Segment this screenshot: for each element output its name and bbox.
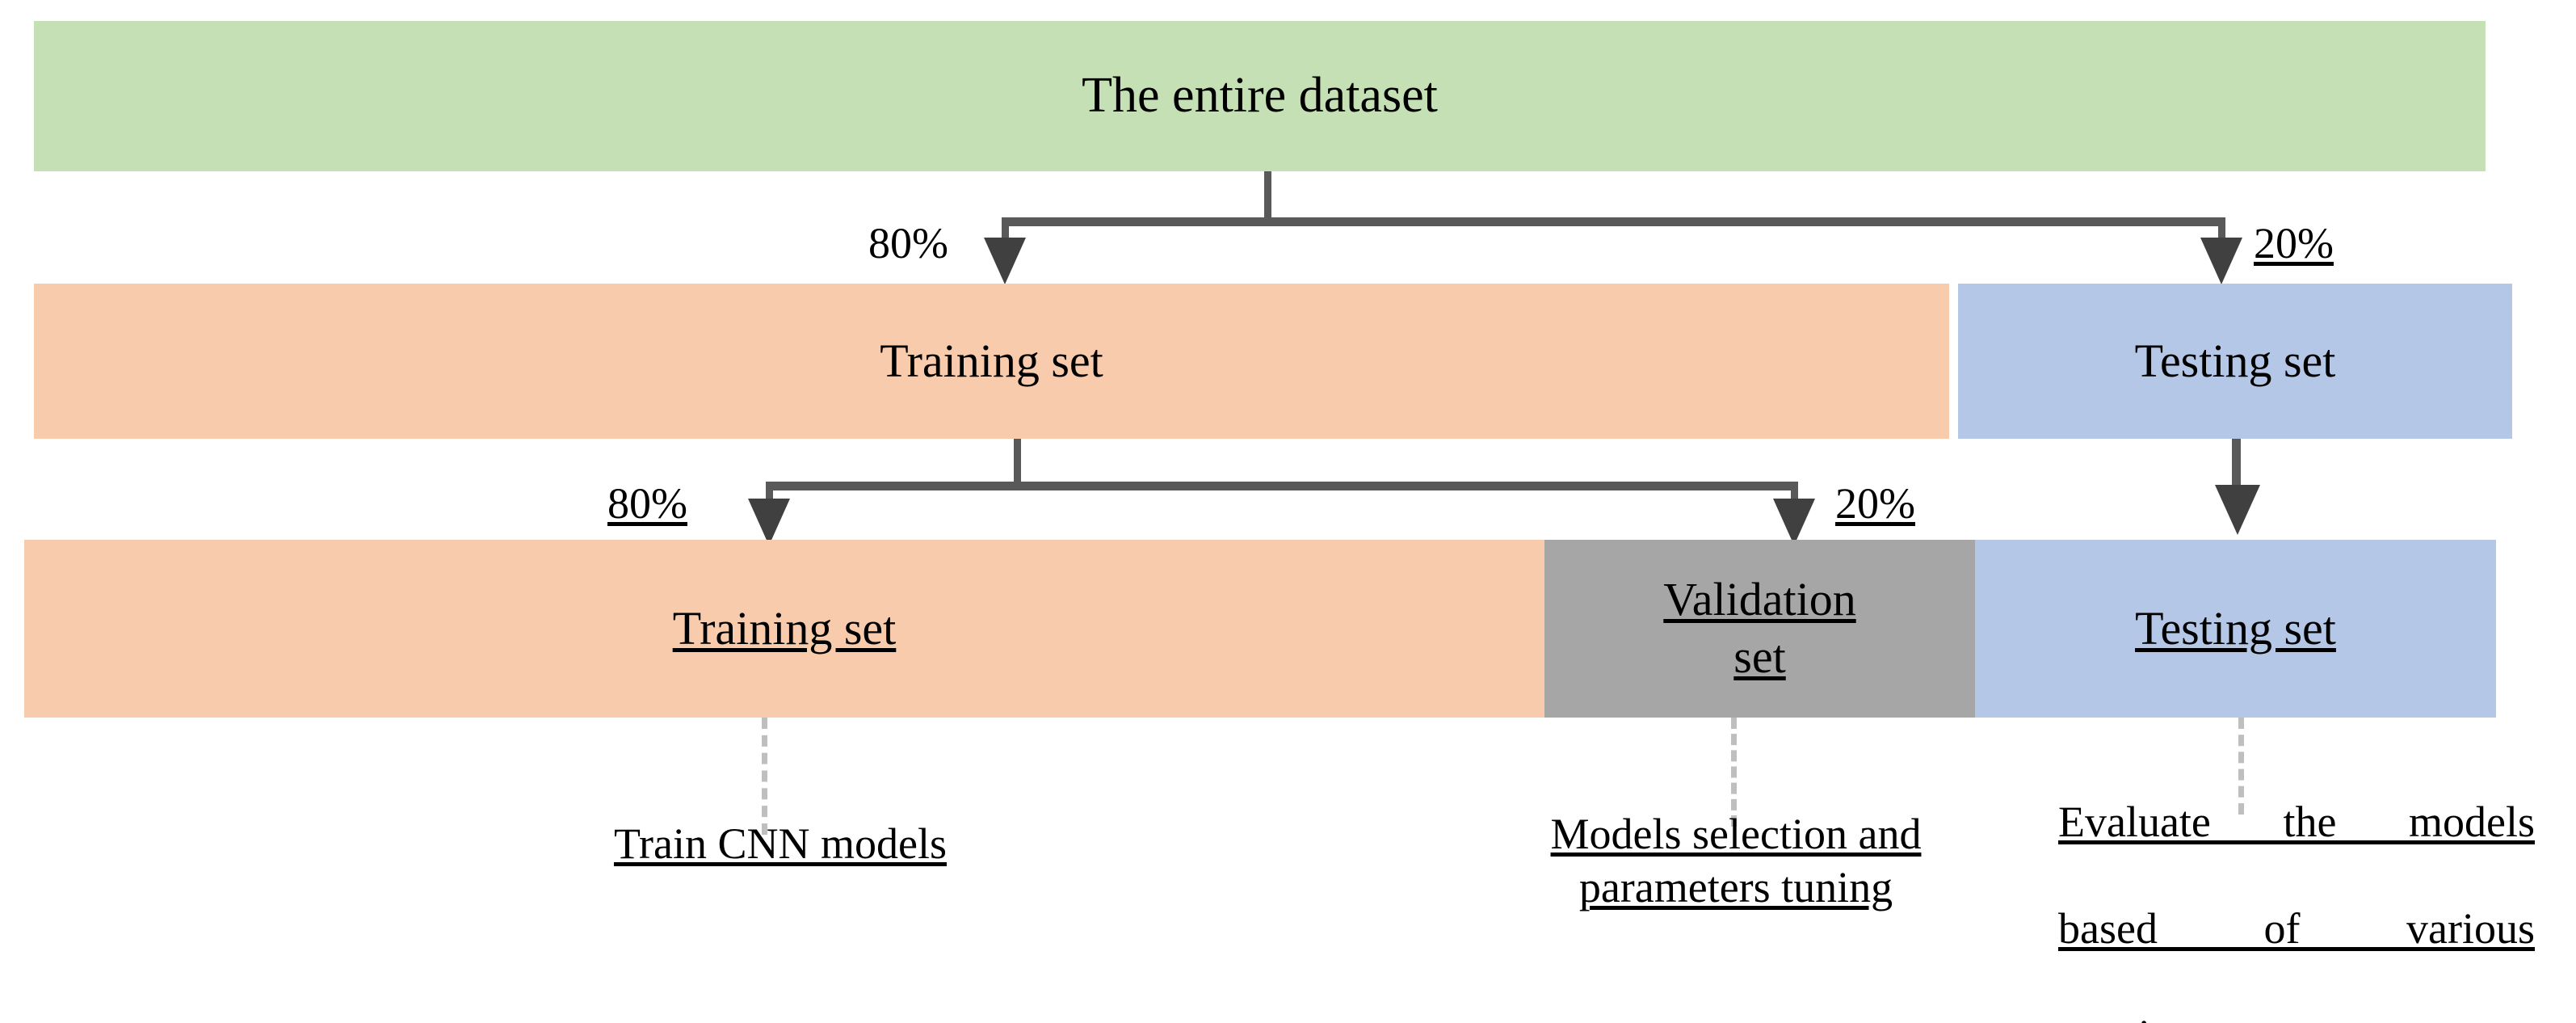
split2-left-percent: 80% — [607, 479, 687, 528]
connector1-stem — [1264, 171, 1271, 221]
split1-right-percent: 20% — [2254, 219, 2334, 267]
testing-set-label-level2: Testing set — [2135, 601, 2336, 655]
connector-testing-stem — [2232, 439, 2241, 489]
connector2-left-arrowhead — [748, 499, 790, 545]
training-set-box-level2: Training set — [24, 540, 1544, 718]
connector1-right-arrowhead — [2200, 238, 2242, 284]
caption-model-selection: Models selection and parameters tuning — [1486, 808, 1986, 915]
validation-set-line1: Validation — [1663, 573, 1856, 626]
split1-left-percent: 80% — [868, 219, 948, 267]
connector1-left-arrowhead — [984, 238, 1026, 284]
testing-set-label-level1: Testing set — [2134, 334, 2336, 387]
validation-set-box: Validation set — [1544, 540, 1975, 718]
validation-set-line2: set — [1733, 630, 1786, 683]
caption-test-line2: based of various — [2058, 903, 2535, 953]
split2-right-percent: 20% — [1835, 479, 1915, 528]
caption-train-cnn-models: Train CNN models — [546, 818, 1015, 871]
testing-set-box-level1: Testing set — [1958, 284, 2512, 439]
leader-testing-dashed — [2238, 718, 2244, 815]
caption-valid-line2: parameters tuning — [1578, 862, 1893, 911]
caption-test-line1: Evaluate the models — [2058, 798, 2535, 846]
training-set-label-level1: Training set — [880, 334, 1103, 387]
connector2-stem — [1014, 439, 1021, 485]
validation-set-label: Validation set — [1655, 571, 1864, 686]
connector2-crossbar — [766, 482, 1798, 490]
testing-set-box-level2: Testing set — [1975, 540, 2496, 718]
connector1-crossbar — [1002, 217, 2225, 226]
leader-validation-dashed — [1731, 718, 1737, 827]
caption-evaluate-models: Evaluate the models based of various met… — [2058, 796, 2535, 1023]
connector-testing-arrowhead — [2215, 485, 2260, 535]
leader-training-dashed — [762, 718, 767, 835]
caption-train-line1: Train CNN models — [613, 819, 948, 868]
entire-dataset-box: The entire dataset — [34, 21, 2486, 171]
caption-test-line3: metrics — [2058, 1009, 2535, 1023]
connector2-right-arrowhead — [1773, 499, 1815, 545]
caption-valid-line1: Models selection and — [1550, 810, 1922, 858]
training-set-box-level1: Training set — [34, 284, 1949, 439]
entire-dataset-label: The entire dataset — [1082, 68, 1438, 124]
training-set-label-level2: Training set — [672, 601, 897, 655]
